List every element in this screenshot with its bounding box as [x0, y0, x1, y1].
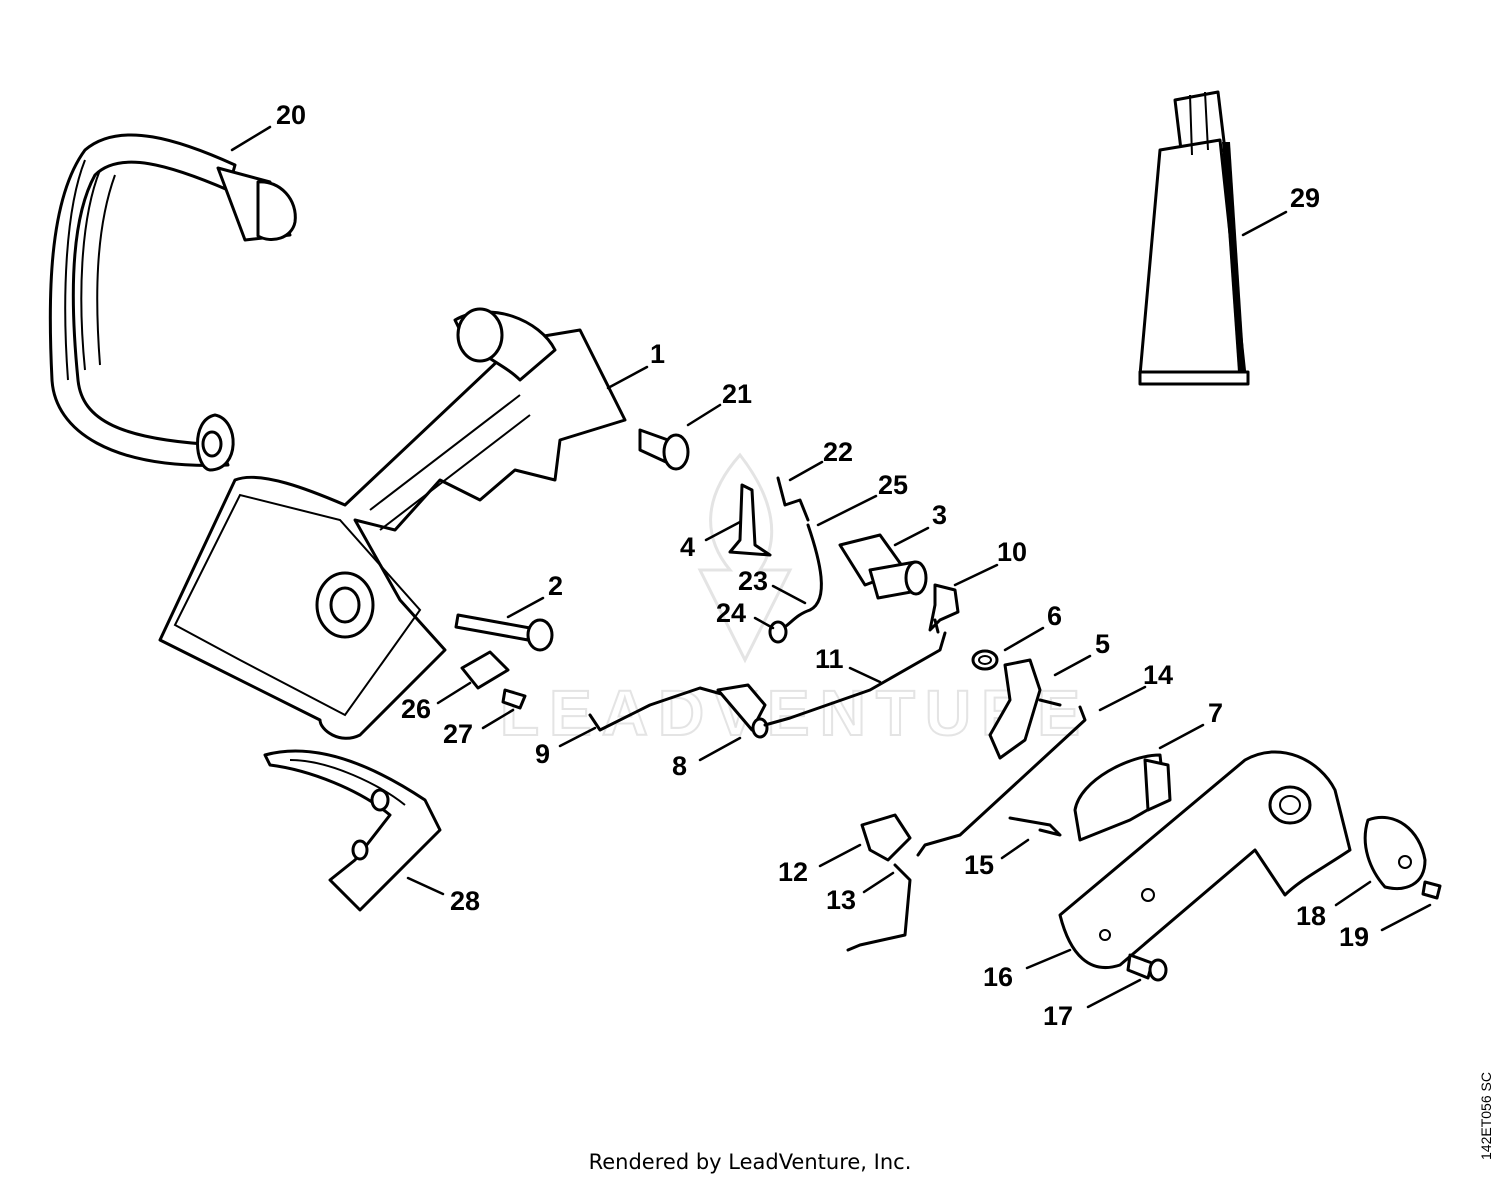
leader-6	[1003, 626, 1045, 652]
leader-3	[893, 526, 930, 547]
part-trigger-5[interactable]	[988, 658, 1062, 760]
callout-10[interactable]: 10	[997, 537, 1027, 567]
leader-27	[481, 708, 515, 730]
part-screw-21[interactable]	[638, 428, 690, 471]
leader-24	[753, 616, 775, 630]
callout-12[interactable]: 12	[778, 857, 808, 887]
part-handlebar[interactable]	[48, 133, 297, 472]
credit-line: Rendered by LeadVenture, Inc.	[588, 1150, 912, 1174]
leader-20	[230, 125, 272, 152]
callout-24[interactable]: 24	[716, 598, 746, 628]
callout-28[interactable]: 28	[450, 886, 480, 916]
callout-21[interactable]: 21	[722, 379, 752, 409]
callout-26[interactable]: 26	[401, 694, 431, 724]
part-handle-housing[interactable]	[158, 307, 627, 740]
part-lever-12[interactable]	[860, 813, 912, 862]
callout-27[interactable]: 27	[443, 719, 473, 749]
leader-14	[1098, 685, 1147, 712]
watermark-flame-logo	[697, 452, 793, 664]
callout-7[interactable]: 7	[1208, 698, 1223, 728]
leader-11	[848, 666, 882, 684]
leader-lines	[230, 125, 1432, 1009]
part-clip-4[interactable]	[728, 483, 772, 557]
part-spring-6[interactable]	[971, 649, 999, 671]
part-screw-27[interactable]	[501, 688, 527, 710]
part-handle-cover-16[interactable]	[1058, 750, 1352, 970]
part-grease-tube[interactable]	[1138, 90, 1250, 386]
callout-19[interactable]: 19	[1339, 922, 1369, 952]
leader-8	[698, 736, 742, 762]
leader-13	[862, 871, 895, 894]
callout-15[interactable]: 15	[964, 850, 994, 880]
callout-20[interactable]: 20	[276, 100, 306, 130]
part-throttle-rod-9[interactable]	[588, 686, 727, 732]
leader-15	[1000, 838, 1030, 860]
callout-5[interactable]: 5	[1095, 629, 1110, 659]
callout-18[interactable]: 18	[1296, 901, 1326, 931]
leader-29	[1241, 210, 1288, 237]
part-lever-8[interactable]	[716, 683, 769, 739]
leader-26	[436, 681, 472, 705]
callout-16[interactable]: 16	[983, 962, 1013, 992]
leader-16	[1025, 948, 1072, 970]
callout-29[interactable]: 29	[1290, 183, 1320, 213]
leader-5	[1053, 654, 1092, 677]
leader-1	[606, 365, 649, 390]
callout-22[interactable]: 22	[823, 437, 853, 467]
watermark: LEADVENTURE	[499, 452, 1090, 750]
callout-25[interactable]: 25	[878, 470, 908, 500]
leader-17	[1086, 978, 1142, 1009]
part-rod-14[interactable]	[916, 705, 1087, 857]
leader-7	[1158, 723, 1205, 750]
callout-9[interactable]: 9	[535, 739, 550, 769]
callout-23[interactable]: 23	[738, 566, 768, 596]
callout-13[interactable]: 13	[826, 885, 856, 915]
part-screw-17[interactable]	[1126, 953, 1168, 982]
callout-6[interactable]: 6	[1047, 601, 1062, 631]
part-bolt-2[interactable]	[454, 613, 554, 652]
callout-14[interactable]: 14	[1143, 660, 1173, 690]
leader-9	[558, 726, 597, 748]
part-ground-wire[interactable]	[768, 523, 823, 644]
leader-12	[818, 843, 862, 868]
leader-25	[816, 494, 878, 527]
part-guard-28[interactable]	[263, 749, 442, 912]
leader-21	[686, 403, 722, 427]
part-lockout-7[interactable]	[1073, 753, 1172, 842]
part-spring-22[interactable]	[776, 476, 810, 522]
part-screw-19[interactable]	[1421, 880, 1442, 900]
callout-4[interactable]: 4	[680, 532, 695, 562]
callout-2[interactable]: 2	[548, 571, 563, 601]
leader-23	[771, 584, 807, 605]
part-rod-11[interactable]	[763, 631, 947, 727]
part-retainer-26[interactable]	[460, 650, 510, 690]
leader-18	[1334, 880, 1372, 907]
part-cap-18[interactable]	[1363, 815, 1427, 890]
part-rod-13[interactable]	[846, 863, 912, 952]
callout-17[interactable]: 17	[1043, 1001, 1073, 1031]
leader-28	[406, 876, 445, 896]
part-contact-10[interactable]	[928, 583, 960, 634]
leader-22	[788, 460, 824, 482]
drawing-code: 142ET056 SC	[1478, 1072, 1494, 1160]
part-spring-15[interactable]	[1008, 816, 1062, 837]
callout-1[interactable]: 1	[650, 339, 665, 369]
callout-8[interactable]: 8	[672, 751, 687, 781]
part-switch-3[interactable]	[838, 533, 928, 600]
watermark-text: LEADVENTURE	[500, 677, 1090, 749]
callouts: 1 2 3 4 5 6 7 8 9 10 11 12 13 14 15 16 1…	[276, 100, 1369, 1031]
leader-2	[506, 596, 545, 619]
leader-19	[1380, 903, 1432, 932]
callout-3[interactable]: 3	[932, 500, 947, 530]
leader-4	[704, 520, 742, 542]
callout-11[interactable]: 11	[815, 644, 844, 674]
leader-10	[953, 563, 999, 587]
